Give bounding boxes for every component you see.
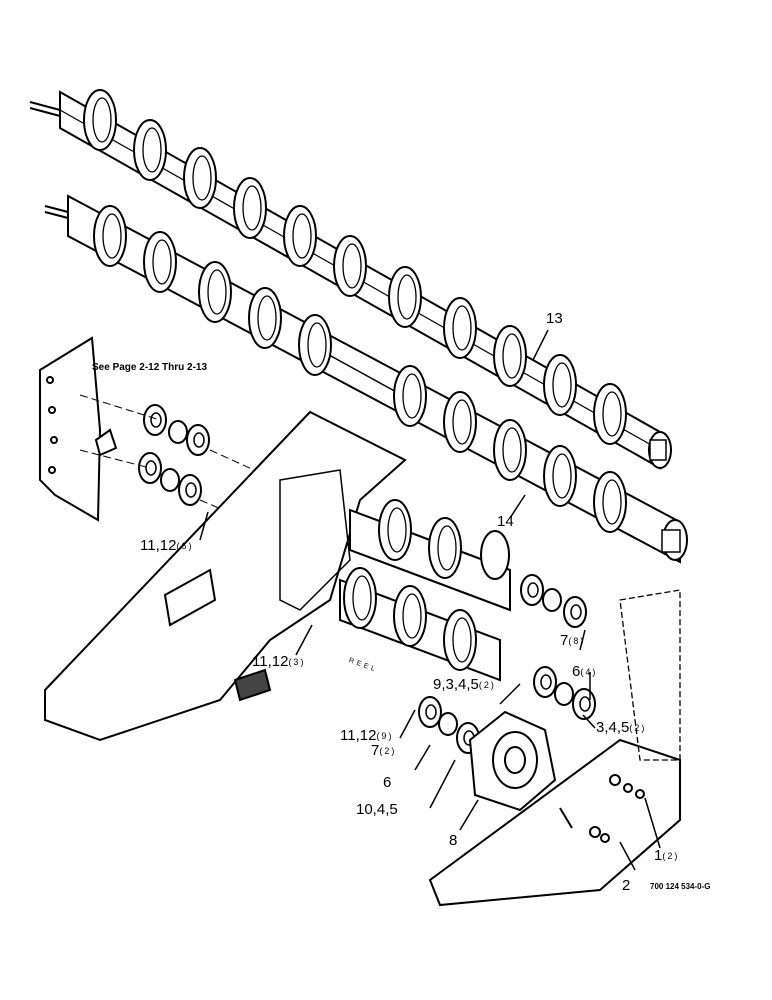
center-auger-section <box>339 499 511 682</box>
callout-13: 13 <box>546 310 563 327</box>
lower-auger-14 <box>44 194 688 564</box>
right-bearing-stack-lower <box>533 666 596 720</box>
callout-3-4-5: 3,4,5(2) <box>596 719 647 736</box>
front-bearing-stack <box>418 696 480 754</box>
callout-14: 14 <box>497 513 514 530</box>
callout-10-4-5: 10,4,5 <box>356 801 398 818</box>
right-bearing-stack-upper <box>520 574 587 628</box>
callout-7-8: 7(8) <box>560 632 586 649</box>
bearing-plate-8 <box>468 710 557 812</box>
left-bearing-stack-upper <box>143 404 210 456</box>
callout-11-12-9: 11,12(9) <box>340 727 394 744</box>
part-code: 700 124 534-0-G <box>650 882 711 891</box>
callout-9-3-4-5: 9,3,4,5(2) <box>433 676 496 693</box>
right-side-sheet <box>428 589 681 907</box>
left-bearing-stack-lower <box>138 452 202 506</box>
left-side-plate <box>39 336 118 522</box>
leader-lines <box>199 329 661 871</box>
callout-6-4: 6(4) <box>572 663 598 680</box>
callout-1-2: 1(2) <box>654 847 680 864</box>
header-frame <box>44 410 407 742</box>
callout-7-2: 7(2) <box>371 742 397 759</box>
callout-6: 6 <box>383 774 392 791</box>
callout-8: 8 <box>449 832 458 849</box>
callout-11-12-3: 11,12(3) <box>252 653 306 670</box>
reference-note: See Page 2-12 Thru 2-13 <box>92 362 208 373</box>
callout-2: 2 <box>622 877 631 894</box>
callout-11-12-6: 11,12(6) <box>140 537 194 554</box>
upper-auger-13 <box>29 89 672 470</box>
